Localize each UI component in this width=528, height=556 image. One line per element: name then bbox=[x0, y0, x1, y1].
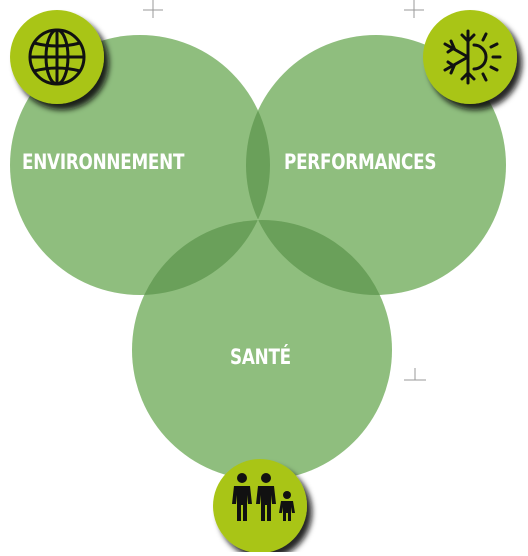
overlap-performances-sante bbox=[246, 220, 392, 295]
crosshair-mark bbox=[143, 0, 163, 18]
snowflake-sun-icon bbox=[443, 29, 502, 85]
label-environnement: ENVIRONNEMENT bbox=[22, 150, 185, 174]
badge-environnement bbox=[10, 10, 104, 104]
crosshair-mark bbox=[404, 0, 424, 18]
label-performances: PERFORMANCES bbox=[284, 150, 437, 174]
badge-sante bbox=[213, 459, 307, 553]
label-sante: SANTÉ bbox=[230, 345, 291, 369]
family-icon bbox=[232, 473, 295, 521]
badge-performances bbox=[423, 10, 517, 104]
globe-icon bbox=[28, 28, 86, 86]
crosshair-mark bbox=[404, 368, 426, 381]
